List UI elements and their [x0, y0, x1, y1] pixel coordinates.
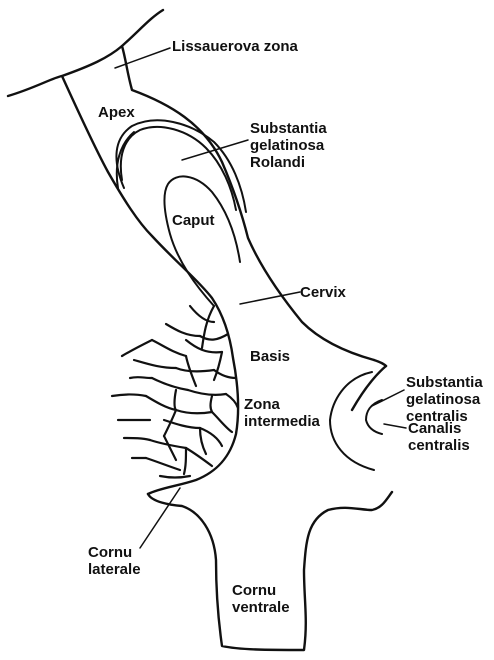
- network-line: [130, 377, 152, 378]
- label-lissauerova-zona: Lissauerova zona: [172, 38, 298, 55]
- gelatinosa-arc-inner: [121, 127, 236, 210]
- network-line: [160, 476, 190, 478]
- outer-boundary-top-left: [8, 10, 163, 96]
- leader-substantia-gelatinosa-centralis: [372, 390, 404, 406]
- network-line: [152, 340, 186, 356]
- network-line: [112, 395, 146, 397]
- network-line: [226, 394, 238, 408]
- label-cervix: Cervix: [300, 284, 346, 301]
- network-line: [124, 438, 150, 440]
- network-line: [146, 396, 176, 410]
- network-line: [212, 412, 232, 432]
- network-line: [176, 410, 212, 413]
- label-zona-intermedia: Zona intermedia: [244, 396, 320, 430]
- network-line: [200, 428, 206, 454]
- leader-cornu-laterale: [140, 488, 180, 548]
- network-line: [202, 306, 214, 348]
- label-canalis-centralis: Canalis centralis: [408, 420, 470, 454]
- label-cornu-ventrale: Cornu ventrale: [232, 582, 290, 616]
- network-line: [175, 390, 177, 410]
- label-caput: Caput: [172, 212, 215, 229]
- leader-cervix: [240, 292, 300, 304]
- network-line: [211, 396, 213, 412]
- network-line: [188, 390, 226, 395]
- label-substantia-gelatinosa-centralis: Substantia gelatinosa centralis: [406, 374, 483, 425]
- label-substantia-gelatinosa-rolandi: Substantia gelatinosa Rolandi: [250, 120, 327, 171]
- network-line: [186, 448, 212, 466]
- label-cornu-laterale: Cornu laterale: [88, 544, 141, 578]
- network-line: [176, 368, 214, 371]
- network-line: [214, 352, 222, 380]
- gelatinosa-arc-outer: [116, 120, 246, 212]
- network-line: [134, 360, 176, 368]
- reticular-network: [112, 306, 238, 478]
- network-line: [152, 378, 188, 390]
- network-line: [122, 340, 152, 356]
- network-line: [166, 324, 200, 336]
- leader-canalis-centralis: [384, 424, 406, 428]
- network-line: [164, 436, 176, 460]
- outer-boundary-left: [62, 76, 238, 494]
- network-line: [200, 428, 222, 446]
- network-line: [184, 448, 186, 474]
- outer-boundary-right-lower: [374, 360, 386, 366]
- outer-boundary-right-upper: [122, 46, 374, 360]
- label-basis: Basis: [250, 348, 290, 365]
- outer-boundary-ventral: [148, 492, 392, 650]
- label-apex: Apex: [98, 104, 135, 121]
